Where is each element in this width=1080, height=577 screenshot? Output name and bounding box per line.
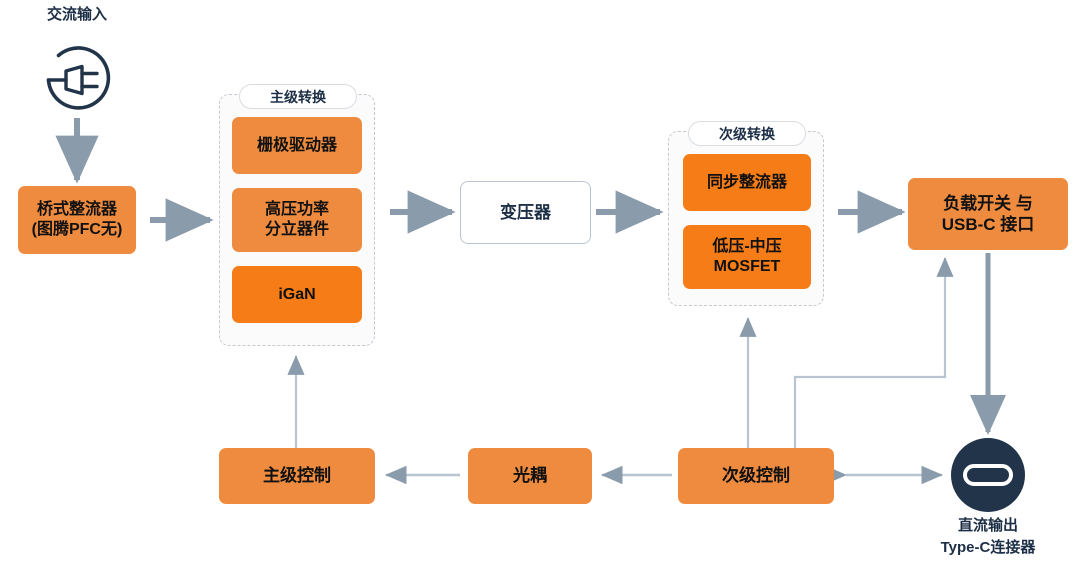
lv-mv-mosfet-line1: 低压-中压 <box>712 238 782 255</box>
block-gate-driver[interactable]: 栅极驱动器 <box>232 117 362 174</box>
usb-type-c-icon <box>951 438 1025 512</box>
optocoupler-label: 光耦 <box>513 466 547 486</box>
load-switch-line2: USB-C 接口 <box>941 215 1035 234</box>
primary-control-label: 主级控制 <box>263 466 331 486</box>
block-secondary-control[interactable]: 次级控制 <box>678 448 834 504</box>
group-primary-conversion-label: 主级转换 <box>239 84 357 109</box>
lv-mv-mosfet-line2: MOSFET <box>713 258 781 275</box>
usb-type-c-slot <box>963 464 1013 486</box>
hv-power-discrete-line2: 分立器件 <box>264 221 329 238</box>
bridge-rectifier-line2: (图腾PFC无) <box>31 221 123 238</box>
block-primary-control[interactable]: 主级控制 <box>219 448 375 504</box>
ac-plug-icon <box>40 44 115 116</box>
block-load-switch-usbc[interactable]: 负载开关 与 USB-C 接口 <box>908 178 1068 250</box>
hv-power-discrete-line1: 高压功率 <box>264 201 329 218</box>
load-switch-line1: 负载开关 与 <box>943 193 1033 213</box>
secondary-control-label: 次级控制 <box>722 466 790 486</box>
output-caption: 直流输出 Type-C连接器 <box>898 515 1078 559</box>
igan-label: iGaN <box>278 285 316 303</box>
output-line1: 直流输出 <box>957 517 1018 534</box>
block-optocoupler[interactable]: 光耦 <box>468 448 592 504</box>
block-hv-power-discrete[interactable]: 高压功率 分立器件 <box>232 188 362 252</box>
group-secondary-conversion-label: 次级转换 <box>688 121 806 146</box>
block-sync-rectifier[interactable]: 同步整流器 <box>683 154 811 211</box>
gate-driver-label: 栅极驱动器 <box>256 136 337 154</box>
output-line2: Type-C连接器 <box>940 538 1036 556</box>
block-bridge-rectifier[interactable]: 桥式整流器 (图腾PFC无) <box>18 186 136 254</box>
ac-input-label: 交流输入 <box>46 6 107 23</box>
sync-rectifier-label: 同步整流器 <box>706 173 787 191</box>
block-transformer[interactable]: 变压器 <box>460 181 591 244</box>
transformer-label: 变压器 <box>500 202 551 222</box>
block-igan[interactable]: iGaN <box>232 266 362 323</box>
bridge-rectifier-line1: 桥式整流器 <box>36 201 117 218</box>
block-lv-mv-mosfet[interactable]: 低压-中压 MOSFET <box>683 225 811 289</box>
